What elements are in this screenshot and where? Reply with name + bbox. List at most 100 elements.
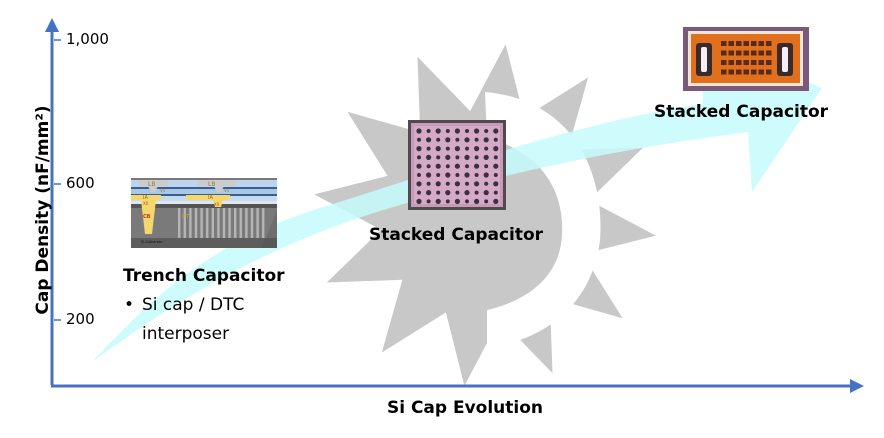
y-axis — [45, 18, 61, 385]
bump-dot — [474, 181, 480, 187]
bump-dot — [445, 129, 450, 133]
bump-dot — [454, 181, 460, 187]
bump-dot — [465, 181, 469, 186]
bump-dot — [435, 146, 441, 152]
bump-dot — [493, 181, 499, 187]
bump-dot — [465, 129, 469, 133]
pad — [728, 50, 734, 56]
bump-dot — [454, 163, 460, 169]
trench-capacitor-title: Trench Capacitor — [123, 266, 285, 286]
bump-dot — [445, 154, 451, 160]
bump-dot — [493, 146, 499, 152]
bump-dot — [474, 128, 480, 134]
bump-dot — [445, 146, 450, 151]
bump-dot — [417, 190, 421, 195]
bump-dot — [426, 164, 431, 169]
pad — [766, 41, 772, 46]
bump-dot — [465, 146, 469, 151]
deep-trench-array — [178, 208, 265, 238]
bump-dot — [493, 163, 499, 169]
trench — [222, 208, 226, 238]
label-ia-1: IA — [143, 195, 148, 201]
bump-dot — [484, 129, 489, 133]
y-tick-label-1000: 1,000 — [66, 30, 109, 48]
pad — [728, 41, 734, 46]
pad — [736, 41, 742, 46]
label-lb-1: LB — [148, 181, 155, 188]
bump-dot — [426, 154, 432, 160]
trench — [262, 208, 265, 238]
label-si-substrate: Si-Substrate — [141, 240, 162, 244]
bump-dot — [483, 137, 489, 143]
bump-dot — [464, 154, 470, 160]
trench — [234, 208, 237, 238]
label-vv-1: VV — [160, 188, 166, 193]
pad — [736, 60, 742, 65]
pad — [728, 69, 734, 75]
bump-dot — [445, 181, 450, 186]
bump-dot — [474, 146, 480, 152]
stacked-capacitor-title-middle: Stacked Capacitor — [369, 225, 544, 245]
bump-dot — [493, 137, 498, 142]
label-x0-1: X0 — [143, 201, 149, 206]
y-axis-arrowhead-icon — [45, 18, 59, 32]
pad — [721, 41, 727, 46]
trench — [206, 208, 209, 238]
bump-dot — [484, 164, 489, 169]
bump-dot — [435, 163, 441, 169]
bump-dot — [426, 146, 431, 151]
pad — [751, 50, 757, 56]
y-axis-title: Cap Density (nF/mm²) — [33, 105, 53, 315]
bump-dot — [465, 164, 469, 169]
pad — [766, 50, 772, 56]
pad — [751, 69, 757, 75]
growth-arrow — [92, 36, 822, 362]
bump-dot — [426, 199, 431, 204]
bump-dot — [445, 164, 450, 169]
pad — [736, 50, 742, 56]
trench — [245, 208, 248, 238]
trench — [239, 208, 242, 238]
bump-dot — [493, 128, 499, 134]
bump-dot — [436, 173, 441, 177]
trench — [228, 208, 231, 238]
trench — [217, 208, 220, 238]
bump-dot — [435, 128, 441, 134]
bump-dot — [464, 137, 470, 143]
pad — [758, 41, 764, 46]
trench — [194, 208, 198, 238]
pad — [758, 60, 764, 65]
trench — [250, 208, 254, 238]
pad — [766, 69, 772, 75]
bump-dot — [455, 190, 460, 195]
label-dt: DT — [182, 214, 190, 220]
bump-dot — [436, 190, 441, 195]
trench — [256, 208, 259, 238]
bump-dot — [474, 173, 479, 177]
pad — [736, 69, 742, 75]
pad — [743, 69, 749, 75]
bump-dot — [474, 155, 479, 160]
bump-dot — [474, 137, 479, 142]
bump-dot — [455, 155, 460, 160]
pad — [743, 50, 749, 56]
bump-dot — [416, 181, 422, 187]
bump-dot — [484, 199, 489, 204]
bump-dot — [417, 137, 421, 142]
bullet-text-line-2: interposer — [142, 324, 230, 344]
bump-dot — [426, 137, 432, 143]
bump-dot — [455, 173, 460, 177]
bump-dot — [435, 181, 441, 187]
label-lb-2: LB — [208, 181, 215, 188]
bullet-text-line-1: Si cap / DTC — [142, 295, 245, 315]
pad — [721, 60, 727, 65]
bump-dot — [445, 137, 451, 143]
bump-dot — [464, 190, 470, 196]
bump-dot — [416, 163, 422, 169]
pad — [751, 60, 757, 65]
stacked-capacitor-orange-die-image — [683, 27, 809, 91]
bump-dot — [484, 181, 489, 186]
bump-dot — [416, 146, 422, 152]
trench — [189, 208, 192, 238]
bump-dot — [455, 137, 460, 142]
